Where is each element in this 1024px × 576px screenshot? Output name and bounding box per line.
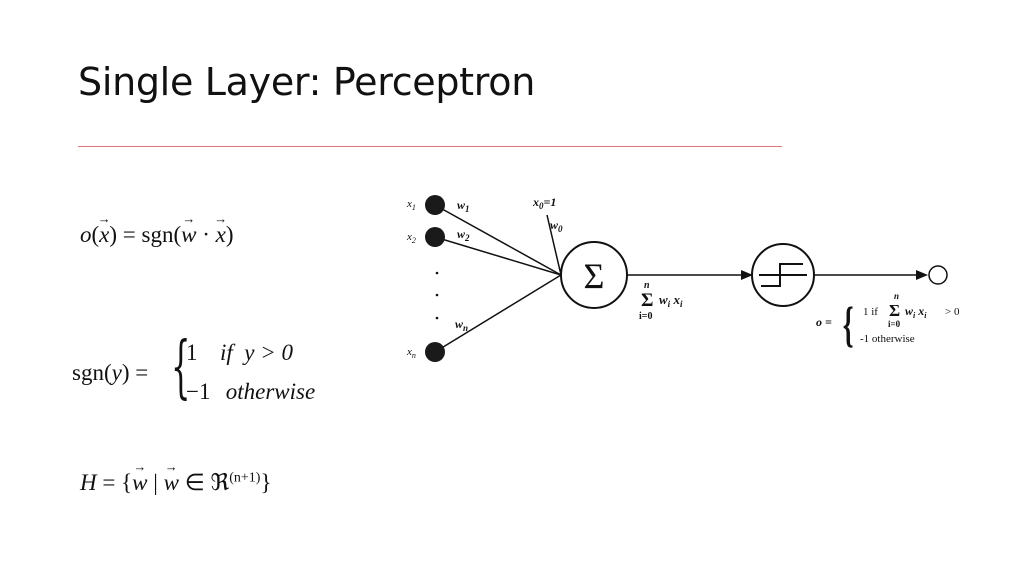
eq-output-sgn: sgn	[141, 222, 174, 247]
output-equation: o(x) = sgn(w · x)	[80, 222, 234, 248]
perceptron-diagram: x1 x2 xn w1 w2 wn w0 x0=1 Σ n Σ i=0 wi x…	[406, 195, 960, 362]
step-function-icon	[759, 263, 807, 287]
edge-w0	[546, 214, 562, 276]
title-divider	[78, 146, 782, 147]
sgn-lhs: sgn(y) =	[72, 360, 149, 385]
sgn-brace: {	[171, 328, 191, 407]
output-rule-o: o =	[816, 315, 832, 329]
output-rule-case1: 1 if	[863, 306, 878, 318]
edge-w1	[434, 204, 562, 276]
hyp-w2-vec: w	[164, 470, 179, 496]
slide-title: Single Layer: Perceptron	[78, 60, 536, 104]
sgn-lhs-var: y	[111, 360, 122, 385]
sgn-case-2-value: −1	[186, 379, 211, 404]
edge-wn	[434, 274, 562, 353]
arrow-head-icon	[916, 270, 928, 280]
sum-expr-sigma: Σ	[641, 290, 653, 311]
hypothesis-equation: H = {w | w ∈ ℜ(n+1)}	[80, 470, 272, 496]
arrow-head-icon	[741, 270, 753, 280]
edge-w2	[434, 236, 562, 276]
sgn-case-1: 1 if y > 0	[186, 340, 293, 366]
sum-symbol: Σ	[584, 256, 605, 296]
label-xn: xn	[406, 346, 416, 360]
output-rule-brace: {	[843, 296, 854, 352]
sgn-case-2: −1 otherwise	[186, 379, 315, 405]
hyp-H: H	[80, 470, 97, 495]
output-rule-case2: -1 otherwise	[860, 333, 915, 345]
hyp-R: ℜ	[210, 470, 230, 495]
sgn-lhs-func: sgn	[72, 360, 104, 385]
sgn-case-2-cond: otherwise	[225, 379, 316, 404]
output-rule-term: wi xi	[905, 304, 927, 320]
input-node-xn	[425, 342, 445, 362]
output-rule-upper: n	[894, 291, 899, 301]
sum-expr-upper: n	[644, 280, 650, 291]
label-w1: w1	[457, 198, 470, 214]
sum-expr-lower: i=0	[639, 311, 652, 322]
input-node-x2	[425, 227, 445, 247]
eq-output-x-vec: x	[99, 222, 109, 248]
ellipsis-dot	[435, 316, 439, 320]
label-w2: w2	[457, 227, 470, 243]
ellipsis-dot	[435, 271, 439, 275]
sgn-case-1-if: if	[220, 340, 233, 365]
label-wn: wn	[455, 317, 468, 333]
label-w0: w0	[550, 218, 563, 234]
sgn-case-1-value: 1	[186, 340, 198, 365]
ellipsis-dot	[435, 293, 439, 297]
output-rule-gt: > 0	[945, 306, 960, 318]
sgn-case-1-cond: y > 0	[244, 340, 294, 365]
eq-output-func: o	[80, 222, 92, 247]
output-rule-lower: i=0	[888, 319, 901, 329]
output-node	[928, 265, 948, 285]
label-x1: x1	[406, 198, 416, 212]
eq-output-w-vec: w	[181, 222, 196, 248]
hyp-w-vec: w	[132, 470, 147, 496]
input-node-x1	[425, 195, 445, 215]
label-x2: x2	[406, 231, 416, 245]
sum-expr-term: wi xi	[659, 292, 683, 309]
label-bias: x0=1	[532, 195, 556, 211]
output-rule-sigma: Σ	[889, 301, 900, 320]
eq-output-x2-vec: x	[216, 222, 226, 248]
hyp-exponent: (n+1)	[229, 470, 261, 486]
